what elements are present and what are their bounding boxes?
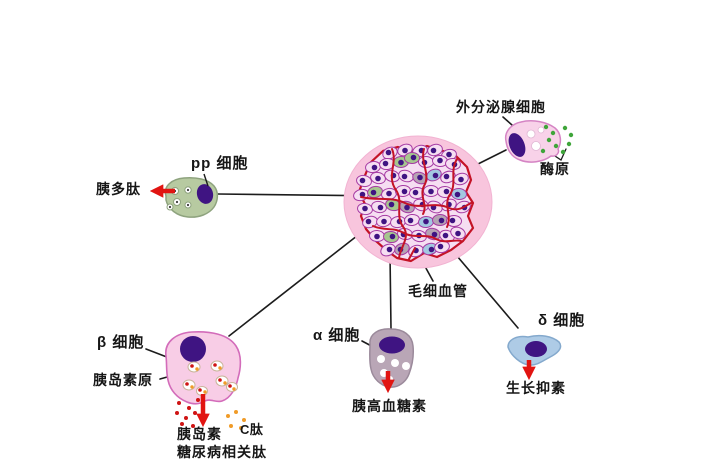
- glucagon-label: 胰高血糖素: [352, 398, 427, 414]
- diabetes-related-peptide-label: 糖尿病相关肽: [177, 444, 267, 460]
- beta-cell-vesicles: [182, 360, 238, 396]
- beta-cell-label: β 细胞: [97, 334, 145, 351]
- beta-cell: [165, 331, 246, 430]
- alpha-cell-nucleus: [379, 336, 405, 354]
- line-pp-label-pointer: [203, 173, 209, 187]
- exocrine-cell-nucleus: [508, 133, 526, 157]
- pp-cell-label: pp 细胞: [191, 155, 249, 172]
- alpha-cell: [369, 328, 414, 394]
- beta-cell-nucleus: [180, 336, 206, 362]
- pp-cell-vesicles: [166, 186, 192, 211]
- somatostatin-label: 生长抑素: [506, 380, 566, 396]
- exocrine-cell: [504, 120, 574, 163]
- alpha-cell-label: α 细胞: [313, 327, 361, 344]
- delta-cell-nucleus: [525, 341, 547, 357]
- line-islet-to-alpha: [389, 253, 392, 330]
- capillary-network: [360, 148, 472, 260]
- exocrine-vacuoles: [526, 126, 545, 151]
- delta-cell: [507, 334, 562, 381]
- islet: [343, 135, 493, 269]
- insulin-dots: [175, 398, 200, 428]
- c-peptide-label: C肽: [240, 422, 264, 437]
- delta-cell-label: δ 细胞: [538, 312, 586, 329]
- pp-cell: [149, 173, 219, 218]
- insulin-label: 胰岛素: [177, 426, 222, 442]
- proinsulin-label: 胰岛素原: [93, 372, 153, 388]
- pancreatic-polypeptide-label: 胰多肽: [96, 181, 141, 197]
- pp-cell-nucleus: [196, 184, 214, 204]
- zymogen-granules: [540, 124, 574, 155]
- zymogen-label: 酶原: [540, 161, 570, 177]
- capillary-label: 毛细血管: [408, 283, 468, 299]
- exocrine-cell-label: 外分泌腺细胞: [456, 99, 546, 115]
- line-islet-to-beta: [228, 220, 377, 337]
- c-peptide-dots: [226, 410, 246, 430]
